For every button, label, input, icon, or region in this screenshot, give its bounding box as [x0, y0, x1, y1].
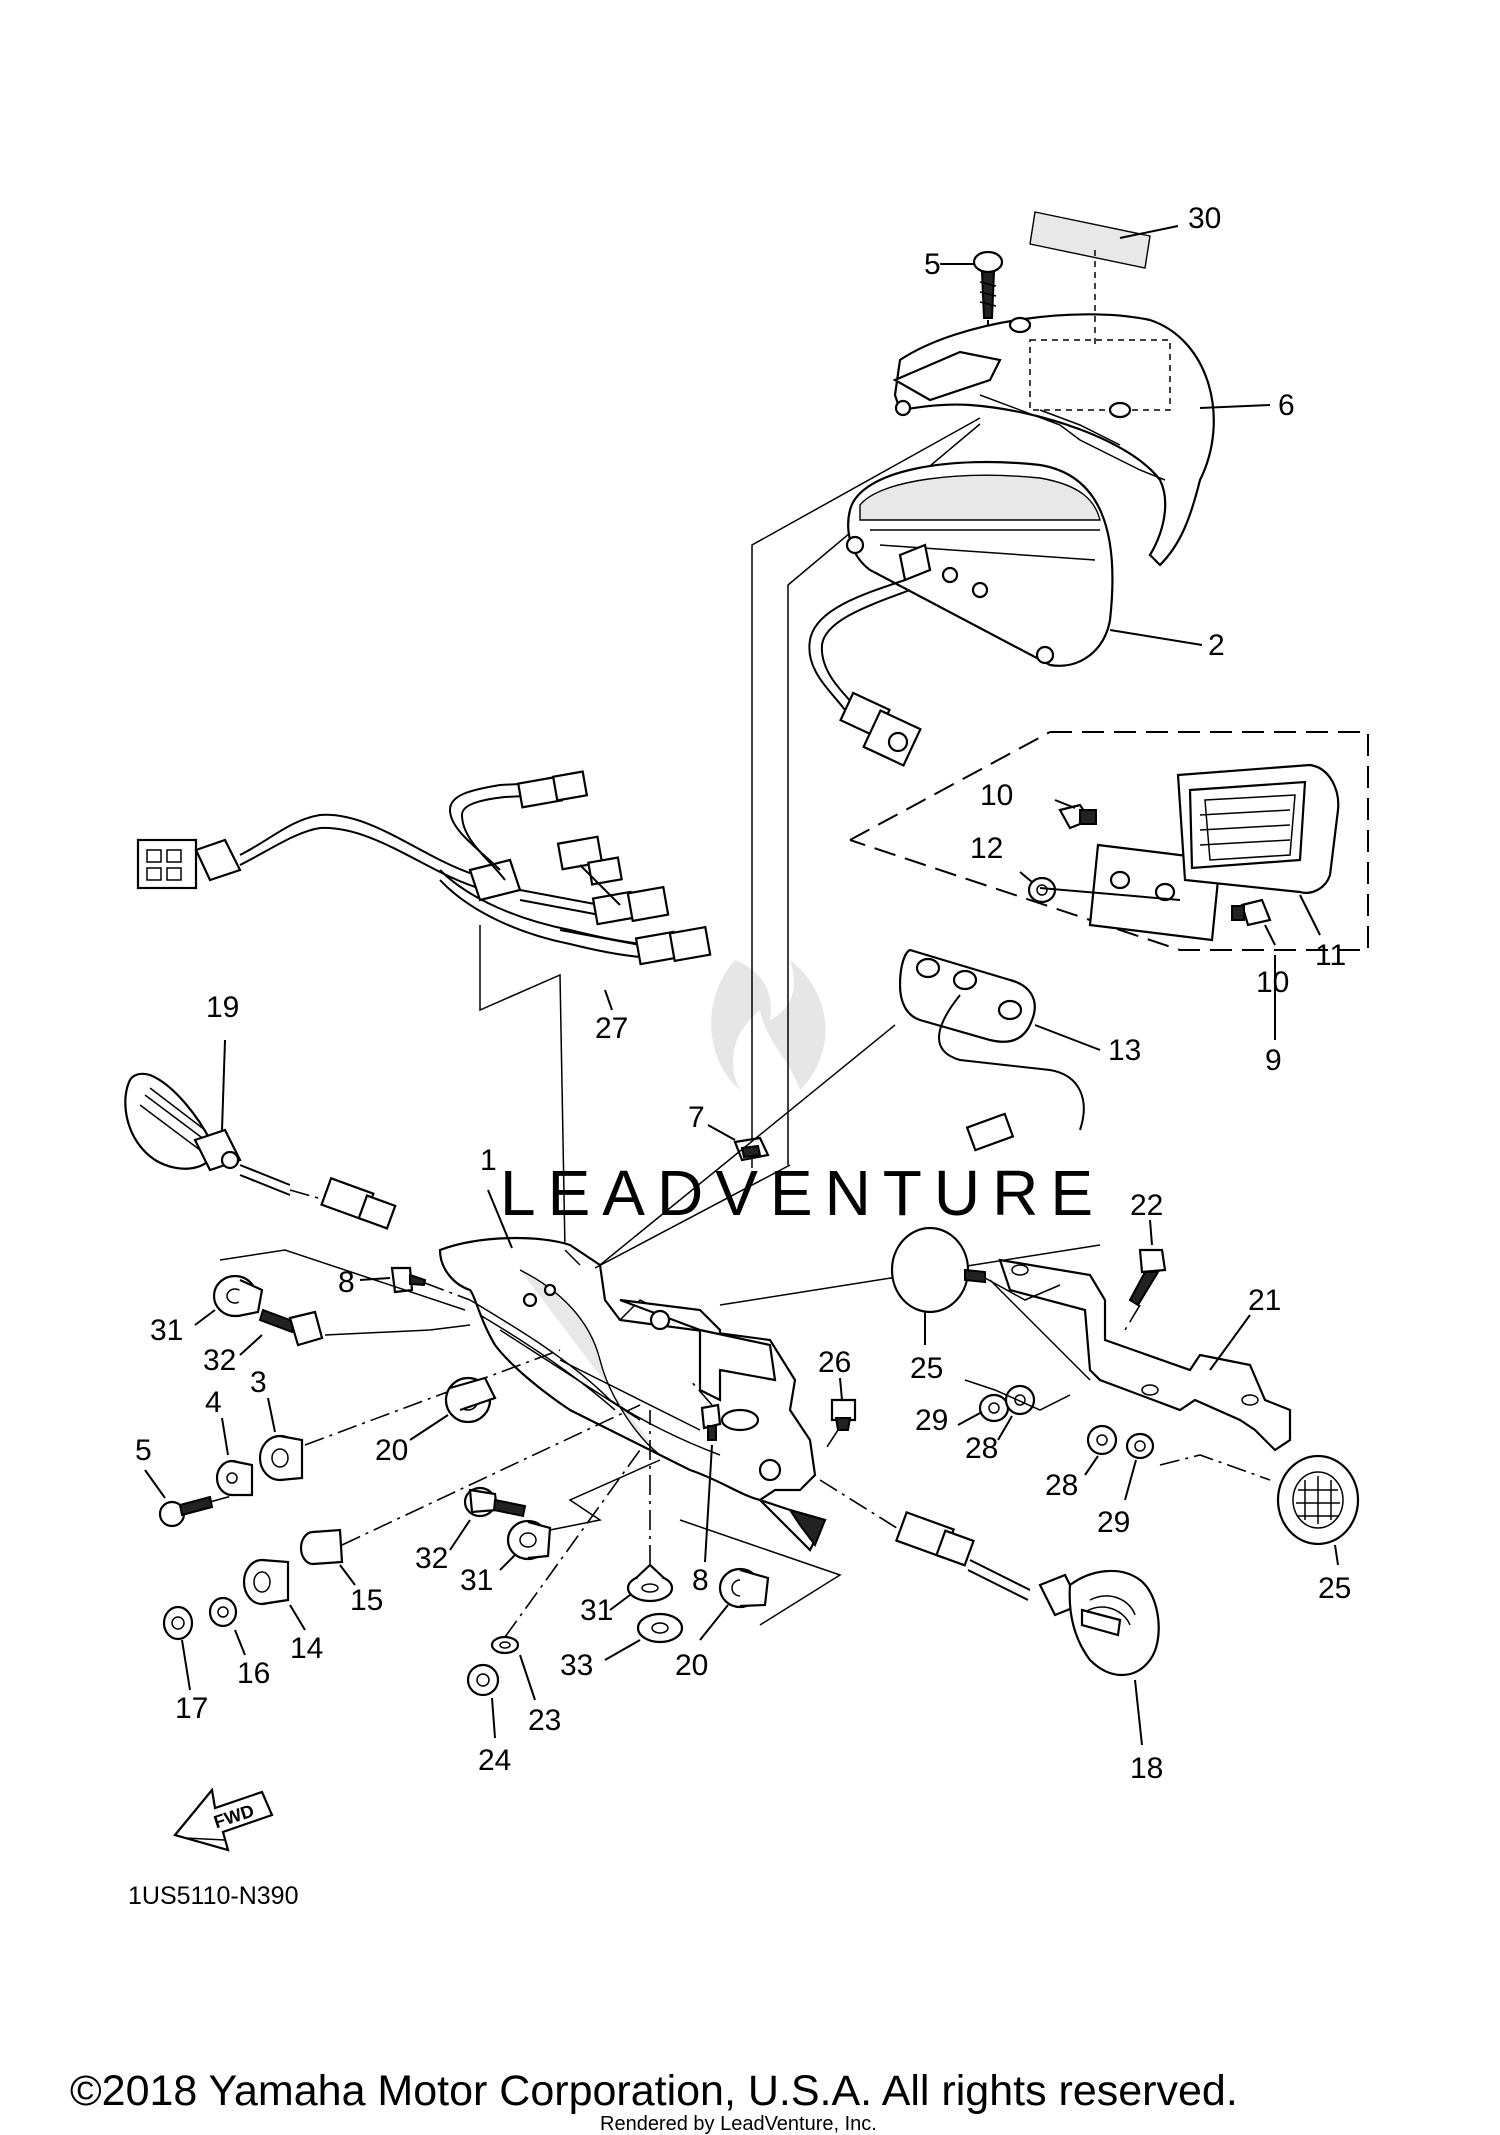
- copyright-notice: ©2018 Yamaha Motor Corporation, U.S.A. A…: [70, 2067, 1238, 2115]
- callout-27: 27: [595, 1012, 628, 1045]
- callout-29-top: 29: [915, 1404, 948, 1437]
- callout-13: 13: [1108, 1034, 1141, 1067]
- emblem-strip-part-30: 30: [1029, 202, 1221, 269]
- callout-22: 22: [1130, 1189, 1163, 1222]
- washer-23-nut-24: 23 24: [466, 1449, 641, 1777]
- callout-25-bottom: 25: [1318, 1572, 1351, 1605]
- tail-light-cover-part-6: 6: [892, 250, 1295, 567]
- callout-10-top: 10: [980, 779, 1013, 812]
- bolt-part-22: 22: [1124, 1189, 1167, 1331]
- callout-28-top: 28: [965, 1432, 998, 1465]
- washer-16-nut-17: 16 17: [162, 1596, 270, 1725]
- bolt-32-damper-31-middle: 32 31: [415, 1459, 661, 1597]
- callout-32-middle: 32: [415, 1542, 448, 1575]
- nut-part-20-top: 20: [375, 1376, 497, 1467]
- callout-11: 11: [1315, 939, 1346, 972]
- turn-signal-part-18: 18: [819, 1479, 1163, 1785]
- callout-31-bottom: 31: [580, 1594, 613, 1627]
- callout-23: 23: [528, 1704, 561, 1737]
- screw-part-8-top: 8: [219, 1249, 471, 1311]
- damper-part-31-left: 31: [150, 1274, 264, 1347]
- drawing-code: 1US5110-N390: [128, 1882, 298, 1910]
- callout-1: 1: [480, 1144, 497, 1177]
- callout-19: 19: [206, 991, 239, 1024]
- screw-part-8-bottom: 8: [689, 1379, 722, 1597]
- nut-part-20-bottom: 20: [675, 1519, 842, 1682]
- bolt-part-32-left: 32: [203, 1308, 471, 1377]
- callout-14: 14: [290, 1632, 323, 1665]
- callout-24: 24: [478, 1744, 511, 1777]
- callout-3: 3: [250, 1366, 267, 1399]
- callout-20-top: 20: [375, 1434, 408, 1467]
- callout-5-top: 5: [924, 248, 941, 281]
- license-bracket-part-13: 13: [898, 948, 1141, 1152]
- clip-part-26: 26: [818, 1346, 857, 1451]
- turn-signal-part-19: 19: [124, 991, 397, 1230]
- license-light-assembly-part-9: 9 10 12 11 10: [849, 731, 1369, 1077]
- signal-bracket-part-21: 21: [989, 1258, 1292, 1452]
- nut-28-washer-29-right: 28 29: [1045, 1424, 1271, 1539]
- watermark-text: LEADVENTURE: [500, 1157, 1105, 1229]
- callout-8-top: 8: [338, 1266, 355, 1299]
- callout-30: 30: [1188, 202, 1221, 235]
- reflector-part-25-bottom: 25: [1276, 1454, 1360, 1605]
- rear-fender-part-1: 1: [438, 1024, 1101, 1552]
- callout-9: 9: [1265, 1044, 1282, 1077]
- spacer-15-grommet-14: 15 14: [242, 1404, 641, 1665]
- callout-20-bottom: 20: [675, 1649, 708, 1682]
- callout-4: 4: [205, 1386, 222, 1419]
- clip-part-7: 7: [688, 1101, 770, 1162]
- callout-31-left: 31: [150, 1314, 183, 1347]
- callout-21: 21: [1248, 1284, 1281, 1317]
- callout-16: 16: [237, 1657, 270, 1690]
- reflector-part-25-top: 25: [890, 1226, 1061, 1385]
- callout-2: 2: [1208, 629, 1225, 662]
- callout-28-right: 28: [1045, 1469, 1078, 1502]
- wire-harness-part-27: 27: [136, 770, 712, 1251]
- watermark: LEADVENTURE: [500, 960, 1105, 1229]
- tail-light-part-2: 2: [808, 460, 1225, 767]
- callout-31-middle: 31: [460, 1564, 493, 1597]
- callout-26: 26: [818, 1346, 851, 1379]
- fwd-arrow-icon: FWD: [173, 1787, 274, 1852]
- callout-6: 6: [1278, 389, 1295, 422]
- nut-part-33: 33: [560, 1612, 684, 1682]
- callout-15: 15: [350, 1584, 383, 1617]
- callout-32-left: 32: [203, 1344, 236, 1377]
- collar-part-4-and-grommet-part-3: 4 3: [205, 1349, 561, 1497]
- callout-10-bottom: 10: [1256, 966, 1289, 999]
- callout-18: 18: [1130, 1752, 1163, 1785]
- rendered-by-credit: Rendered by LeadVenture, Inc.: [600, 2113, 877, 2135]
- damper-part-31-bottom: 31: [580, 1410, 674, 1627]
- washer-29-nut-28-top: 29 28: [915, 1379, 1071, 1465]
- callout-33: 33: [560, 1649, 593, 1682]
- callout-25-top: 25: [910, 1352, 943, 1385]
- callout-7: 7: [688, 1101, 705, 1134]
- callout-12: 12: [970, 832, 1003, 865]
- callout-5-bottom: 5: [135, 1434, 152, 1467]
- screw-part-5-bottom: 5: [135, 1434, 236, 1528]
- callout-17: 17: [175, 1692, 208, 1725]
- callout-29-right: 29: [1097, 1506, 1130, 1539]
- callout-8-bottom: 8: [692, 1564, 709, 1597]
